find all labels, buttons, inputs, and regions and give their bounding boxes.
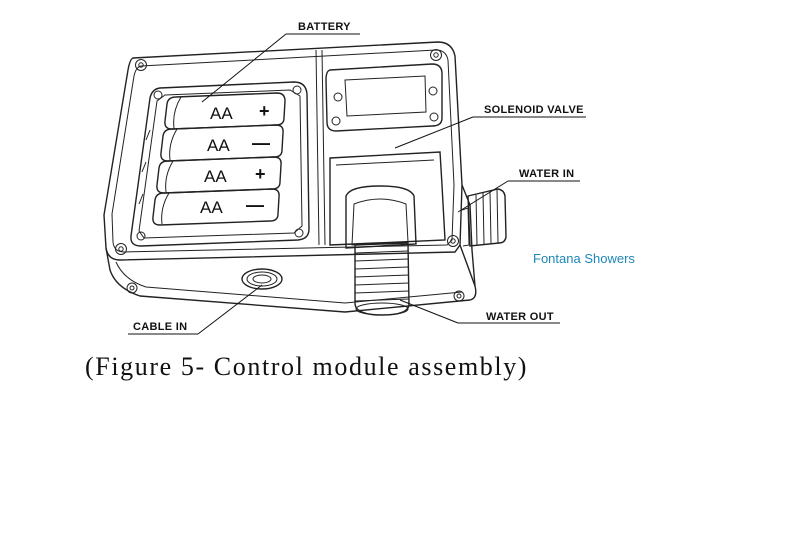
figure-caption: (Figure 5- Control module assembly) — [85, 352, 529, 381]
battery-cell: AA + — [164, 92, 286, 130]
battery-type-label: AA — [210, 104, 233, 123]
cable-in-callout: CABLE IN — [133, 321, 187, 333]
water-out-fitting — [354, 242, 410, 316]
water-out-callout: WATER OUT — [486, 311, 554, 323]
battery-type-label: AA — [200, 198, 223, 217]
battery-compartment — [130, 81, 310, 247]
solenoid-valve — [325, 63, 446, 249]
corner-screw — [115, 243, 127, 255]
water-in-callout: WATER IN — [519, 168, 574, 180]
leader-lines — [128, 33, 586, 335]
solenoid-valve-callout: SOLENOID VALVE — [484, 104, 584, 116]
battery-type-label: AA — [207, 136, 230, 155]
battery-polarity-label: + — [255, 164, 266, 184]
battery-callout: BATTERY — [298, 21, 351, 33]
battery-type-label: AA — [204, 167, 227, 186]
corner-screw — [430, 49, 442, 61]
battery-polarity-label: + — [259, 101, 270, 121]
housing — [103, 41, 477, 313]
watermark-text: Fontana Showers — [533, 251, 635, 266]
battery-cell: AA — — [152, 188, 280, 226]
battery-polarity-label: — — [252, 133, 270, 153]
water-in-fitting — [461, 188, 507, 247]
battery-polarity-label: — — [246, 195, 264, 215]
corner-screw — [135, 59, 147, 71]
corner-screw — [447, 235, 459, 247]
battery-cell: AA + — [156, 156, 282, 194]
cable-gland — [241, 268, 283, 290]
battery-cell: AA — — [160, 124, 284, 162]
